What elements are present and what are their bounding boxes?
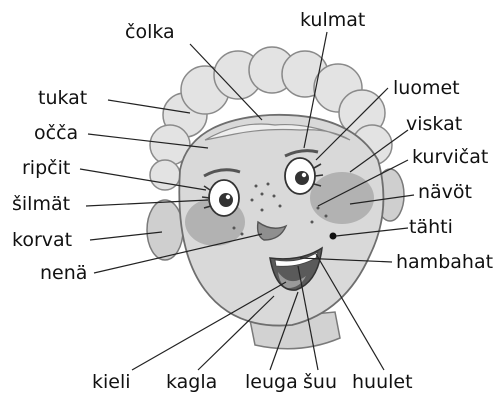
label-kieli: kieli	[92, 371, 131, 393]
label-colka: čolka	[125, 21, 175, 43]
label-nena: nenä	[40, 262, 87, 284]
label-hambahat: hambahat	[396, 251, 493, 273]
label-navot: nävöt	[418, 181, 472, 203]
label-leuga: leuga	[245, 371, 298, 393]
label-tahti: tähti	[409, 216, 453, 238]
label-suu: šuu	[303, 371, 337, 393]
right-eye	[285, 158, 315, 194]
label-kagla: kagla	[166, 371, 217, 393]
label-luomet: luomet	[393, 77, 460, 99]
label-kurvicat: kurvičat	[412, 146, 488, 168]
label-viskat: viskat	[406, 113, 462, 135]
label-huulet: huulet	[352, 371, 413, 393]
star-mark	[330, 233, 337, 240]
left-ear	[147, 200, 183, 260]
label-tukat: tukat	[38, 87, 87, 109]
label-ripcit: ripčit	[22, 157, 70, 179]
label-silmat: šilmät	[12, 193, 70, 215]
child-face-illustration	[147, 47, 404, 349]
label-korvat: korvat	[12, 229, 72, 251]
left-eye	[209, 180, 239, 216]
label-kulmat: kulmat	[300, 9, 365, 31]
right-cheek	[310, 172, 374, 224]
label-occa: očča	[34, 122, 78, 144]
